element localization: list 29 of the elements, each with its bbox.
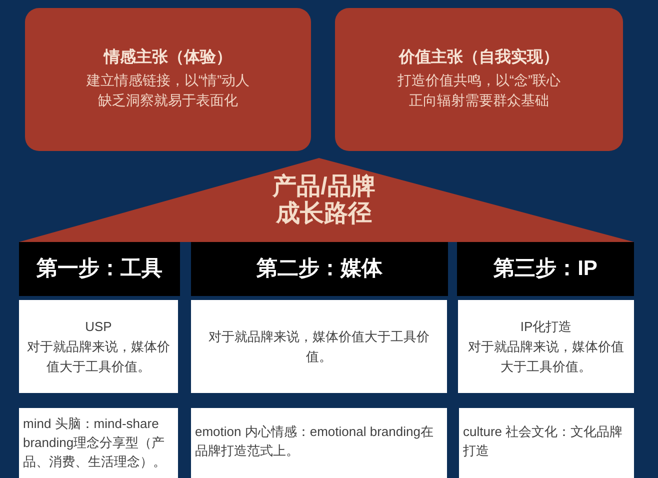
description-text: 对于就品牌来说，媒体价值大于工具价值。 bbox=[208, 328, 430, 366]
card-title: 价值主张（自我实现） bbox=[399, 47, 559, 68]
content-panel bbox=[19, 300, 178, 393]
card-text: 缺乏洞察就易于表面化 bbox=[98, 91, 238, 110]
step-title: 第二步：媒体 bbox=[256, 256, 382, 282]
description-text: 对于就品牌来说，媒体价值大于工具价值。 bbox=[467, 338, 625, 376]
card-text: 打造价值共鸣，以“念”联心 bbox=[397, 71, 561, 90]
card-title: 情感主张（体验） bbox=[104, 47, 232, 68]
content-panel bbox=[191, 408, 447, 478]
content-panel bbox=[458, 300, 634, 393]
step-title: 第一步：工具 bbox=[36, 256, 162, 282]
card-text: 建立情感链接，以“情”动人 bbox=[86, 71, 250, 90]
step-header-bar bbox=[457, 242, 634, 296]
step-title: 第三步：IP bbox=[494, 256, 598, 282]
item-heading: USP bbox=[85, 318, 112, 336]
card-text: 正向辐射需要群众基础 bbox=[409, 91, 549, 110]
content-panel bbox=[191, 300, 447, 393]
step-header-bar bbox=[19, 242, 180, 296]
proposition-card bbox=[335, 8, 623, 151]
path-title: 产品/品牌成长路径 bbox=[271, 173, 376, 227]
description-text: culture 社会文化：文化品牌打造 bbox=[463, 423, 624, 460]
description-text: 对于就品牌来说，媒体价值大于工具价值。 bbox=[26, 338, 171, 376]
description-text: mind 头脑：mind-share branding理念分享型（产品、消费、生活理念）。 bbox=[23, 415, 167, 471]
description-text: emotion 内心情感：emotional branding在品牌打造范式上。 bbox=[195, 423, 434, 460]
content-panel bbox=[459, 408, 634, 478]
step-header-bar bbox=[191, 242, 448, 296]
item-heading: IP化打造 bbox=[520, 318, 572, 336]
content-panel bbox=[19, 408, 178, 478]
proposition-card bbox=[25, 8, 311, 151]
